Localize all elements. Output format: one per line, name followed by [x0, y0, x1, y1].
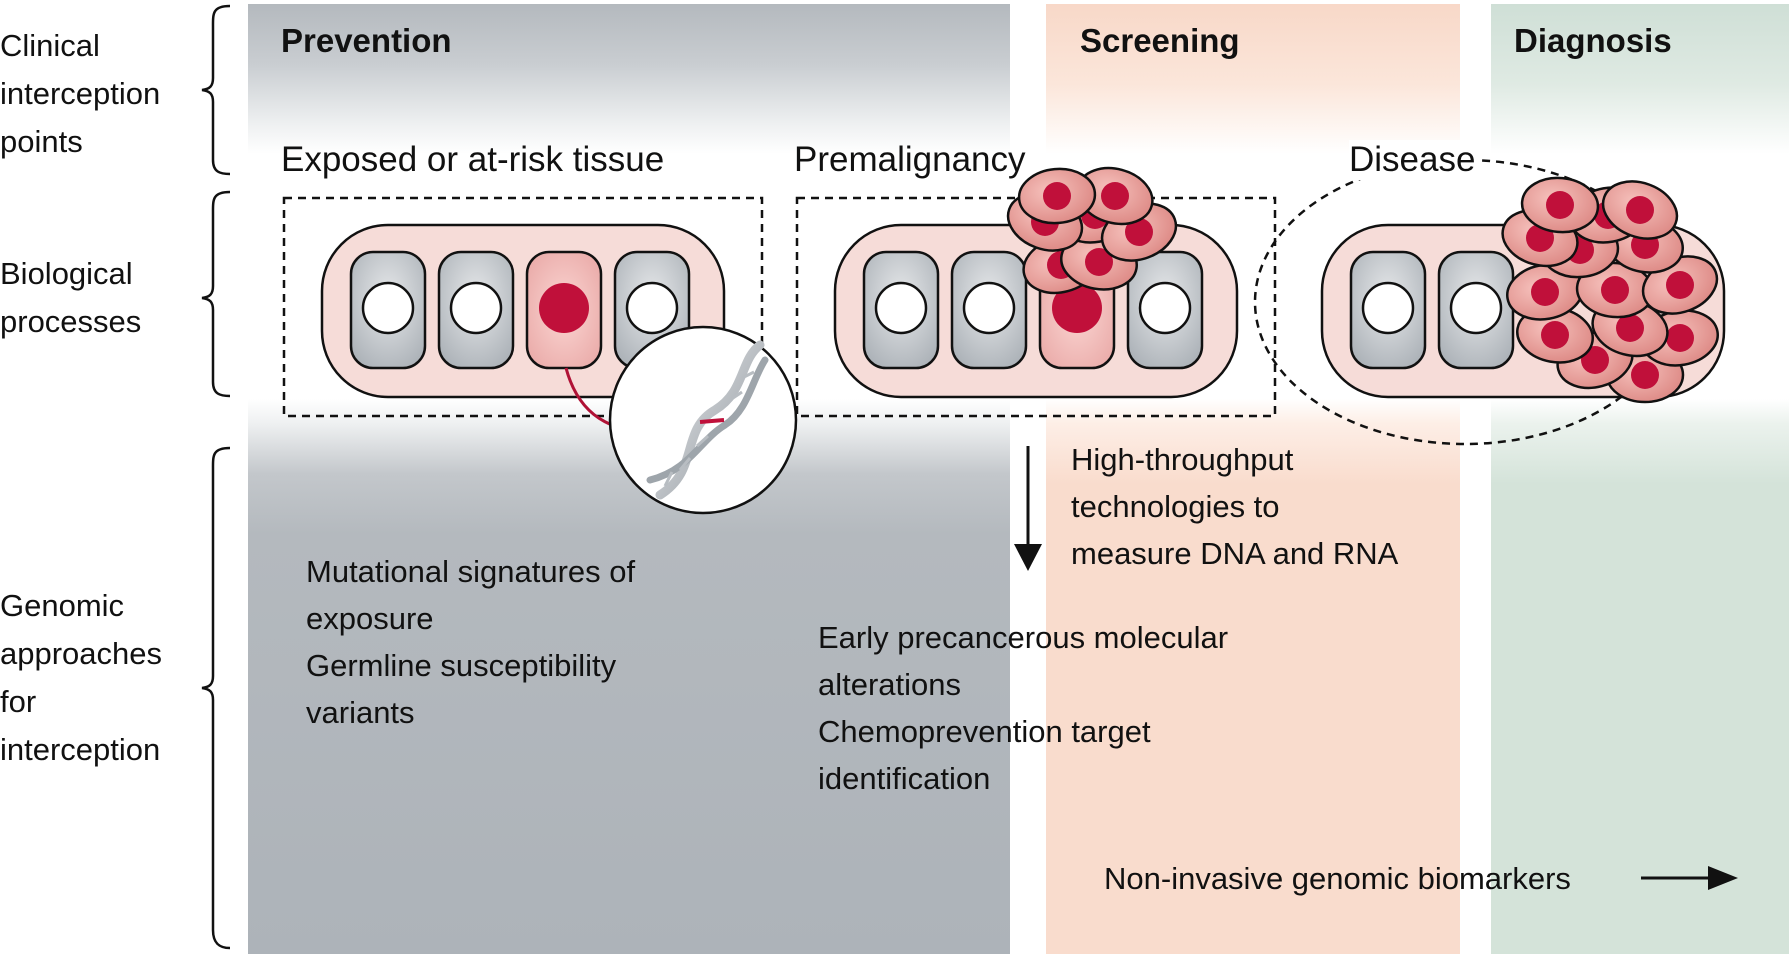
- disease-tumor-mass: [1501, 176, 1719, 404]
- diagnosis-band: [1491, 4, 1789, 954]
- tumor-cell: [1017, 167, 1097, 225]
- tumor-cell: [1601, 180, 1679, 240]
- stage-disease-label: Disease: [1349, 140, 1480, 180]
- exposed-cells: [349, 250, 691, 370]
- prevention-approaches-text: Mutational signatures of exposure Germli…: [306, 554, 636, 730]
- biomarkers-text: Non-invasive genomic biomarkers: [1104, 861, 1571, 896]
- stage-exposed-label: Exposed or at-risk tissue: [281, 140, 665, 179]
- prevention-heading: Prevention: [281, 22, 452, 59]
- brace-genomic: [201, 446, 231, 950]
- tumor-cell: [1520, 176, 1600, 234]
- dna-helix-icon: [646, 340, 769, 500]
- premalignancy-cells: [862, 250, 1204, 370]
- row-label-biological: Biological processes: [0, 256, 142, 339]
- diagnosis-heading: Diagnosis: [1514, 22, 1672, 59]
- brace-biological: [201, 190, 231, 398]
- precancer-approaches-text: Early precancerous molecular alterations…: [818, 620, 1229, 796]
- brace-clinical: [201, 4, 231, 176]
- row-label-clinical: Clinical interception points: [0, 28, 161, 159]
- tumor-cell: [1076, 166, 1154, 226]
- disease-cells: [1349, 250, 1515, 370]
- screening-heading: Screening: [1080, 22, 1240, 59]
- prevention-band: [248, 4, 1010, 954]
- throughput-text: High-throughput technologies to measure …: [1071, 442, 1399, 571]
- down-arrow-head: [1014, 544, 1042, 571]
- exposed-tissue-box: [282, 196, 764, 418]
- premalignancy-cluster: [1006, 166, 1178, 295]
- stage-premalignancy-label: Premalignancy: [794, 140, 1026, 179]
- tumor-cell: [1516, 306, 1594, 364]
- right-arrow-head: [1708, 866, 1738, 890]
- row-label-genomic: Genomic approaches for interception: [0, 588, 163, 767]
